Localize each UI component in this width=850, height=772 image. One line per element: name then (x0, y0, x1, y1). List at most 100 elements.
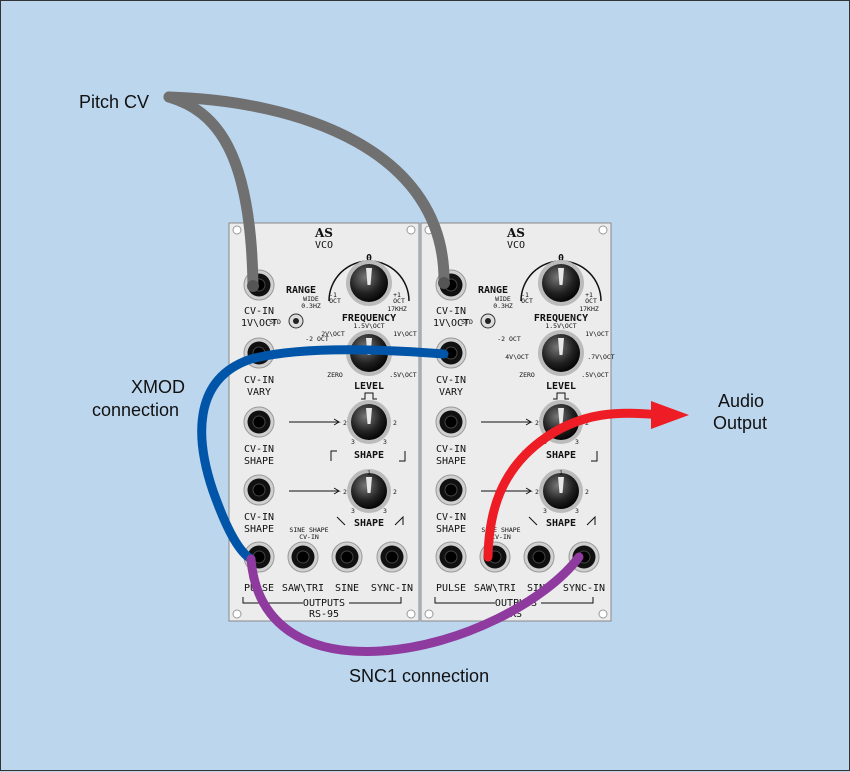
range-knob-pointer (558, 268, 564, 285)
sine-output-jack-hole (532, 550, 546, 564)
shape1-mark-2-right: 2 (393, 488, 397, 496)
pulse-output-jack-hole (444, 550, 458, 564)
level-mark-2-left: 2 (343, 419, 347, 427)
sine-cvin-label: CV-IN (299, 533, 319, 541)
xmod-label-line1: XMOD (131, 377, 185, 397)
dial-hi-label: 17KHZ (387, 305, 407, 313)
dial-plus-label: +1 (393, 291, 401, 299)
cv-in-label-4: CV-IN (436, 512, 466, 523)
minus-2oct-label: -2 OCT (497, 335, 521, 343)
cv-in-label-3: CV-IN (436, 444, 466, 455)
dial-minus-label: -1 (329, 291, 337, 299)
shape-jack-label-1: SHAPE (436, 456, 466, 467)
frequency-knob-pointer (558, 338, 564, 355)
shape1-mark-3-left: 3 (543, 507, 547, 515)
cv-in-label-1: CV-IN (244, 306, 274, 317)
cv-in-shape-jack-1-hole (444, 415, 458, 429)
module-title: VCO (507, 240, 525, 251)
level-knob-pointer (366, 408, 372, 424)
range-switch-lever (485, 318, 491, 324)
sync-in-jack-label: SYNC-IN (371, 583, 413, 594)
audio-label-line2: Output (713, 413, 767, 433)
saw-tri-output-jack-hole (296, 550, 310, 564)
panel-screw (598, 225, 608, 235)
range-label: RANGE (478, 285, 508, 296)
panel-screw (406, 225, 416, 235)
level-mark-2-left: 2 (535, 419, 539, 427)
range-wide-label: WIDE (495, 295, 511, 303)
audio-output-arrowhead (651, 401, 689, 429)
range-wide-value: 0.3HZ (301, 302, 321, 310)
sync-in-jack-hole (385, 550, 399, 564)
pulse-glyph (361, 392, 377, 400)
dial-oct-label-left: OCT (329, 297, 341, 305)
cv-in-label-4: CV-IN (244, 512, 274, 523)
pitch-plug-left (247, 280, 259, 292)
shape-bracket-2 (528, 515, 596, 526)
freq-zero-label: ZERO (327, 371, 343, 379)
vary-label: VARY (247, 387, 271, 398)
dial-oct-label-right: OCT (585, 297, 597, 305)
pulse-output-jack-label: PULSE (436, 583, 466, 594)
logo: AS (314, 226, 333, 240)
dial-oct-label-right: OCT (393, 297, 405, 305)
dial-zero-label: 0 (366, 253, 372, 264)
freq-1v-label: 1V\OCT (393, 330, 417, 338)
voct-label: 1V\OCT (241, 318, 277, 329)
sine-output-jack-hole (340, 550, 354, 564)
sine-shape-label: SINE SHAPE (289, 526, 328, 534)
level-label: LEVEL (546, 381, 576, 392)
audio-output-cable (483, 408, 666, 562)
shape1-mark-2-right: 2 (585, 488, 589, 496)
panel-screw (424, 609, 434, 619)
sine-cvin-label: CV-IN (491, 533, 511, 541)
level-label: LEVEL (354, 381, 384, 392)
shape1-mark-3-right: 3 (575, 507, 579, 515)
freq-1v-label: 1V\OCT (585, 330, 609, 338)
std-label: STD (269, 318, 281, 326)
sine-output-jack-label: SINE (335, 583, 359, 594)
range-switch-lever (293, 318, 299, 324)
dial-oct-label-left: OCT (521, 297, 533, 305)
shape-knob-1-pointer (558, 477, 564, 493)
shape-jack-label-2: SHAPE (244, 524, 274, 535)
shape1-mark-2-left: 2 (343, 488, 347, 496)
snc1-cable (246, 552, 584, 656)
cv-arrow (481, 418, 533, 426)
frequency-sub-label: 1.5V\OCT (545, 322, 576, 330)
freq-5v-label: .5V\OCT (581, 371, 608, 379)
shape1-mark-3-right: 3 (383, 507, 387, 515)
cv-in-label-3: CV-IN (244, 444, 274, 455)
level-mark-2-right: 2 (585, 419, 589, 427)
sine-shape-label: SINE SHAPE (481, 526, 520, 534)
logo: AS (506, 226, 525, 240)
pitch-cv-cable-right (163, 91, 450, 289)
audio-label-line1: Audio (718, 391, 764, 411)
pulse-glyph (553, 392, 569, 400)
level-mark-2-right: 2 (393, 419, 397, 427)
pitch-cv-label: Pitch CV (79, 92, 149, 112)
range-knob-pointer (366, 268, 372, 285)
cv-arrow (289, 418, 341, 426)
freq-2v-label: 2V\OCT (321, 330, 345, 338)
saw-tri-output-jack-label: SAW\TRI (474, 583, 516, 594)
cv-in-label-2: CV-IN (436, 375, 466, 386)
cv-arrow (289, 487, 341, 495)
cv-in-label-2: CV-IN (244, 375, 274, 386)
model-label: RS (510, 609, 522, 620)
frequency-label: FREQUENCY (534, 313, 588, 324)
voct-label: 1V\OCT (433, 318, 469, 329)
outputs-label: OUTPUTS (303, 598, 345, 609)
shape-label-2: SHAPE (354, 518, 384, 529)
shape-label-1: SHAPE (354, 450, 384, 461)
shape-jack-label-1: SHAPE (244, 456, 274, 467)
dial-hi-label: 17KHZ (579, 305, 599, 313)
sine-output-jack-label: SINE (527, 583, 551, 594)
shape1-mark-1: 1 (367, 469, 371, 477)
freq-zero-label: ZERO (519, 371, 535, 379)
shape-bracket-1 (330, 450, 406, 462)
std-label: STD (461, 318, 473, 326)
xmod-cable (197, 345, 449, 564)
level-knob-pointer (558, 408, 564, 424)
